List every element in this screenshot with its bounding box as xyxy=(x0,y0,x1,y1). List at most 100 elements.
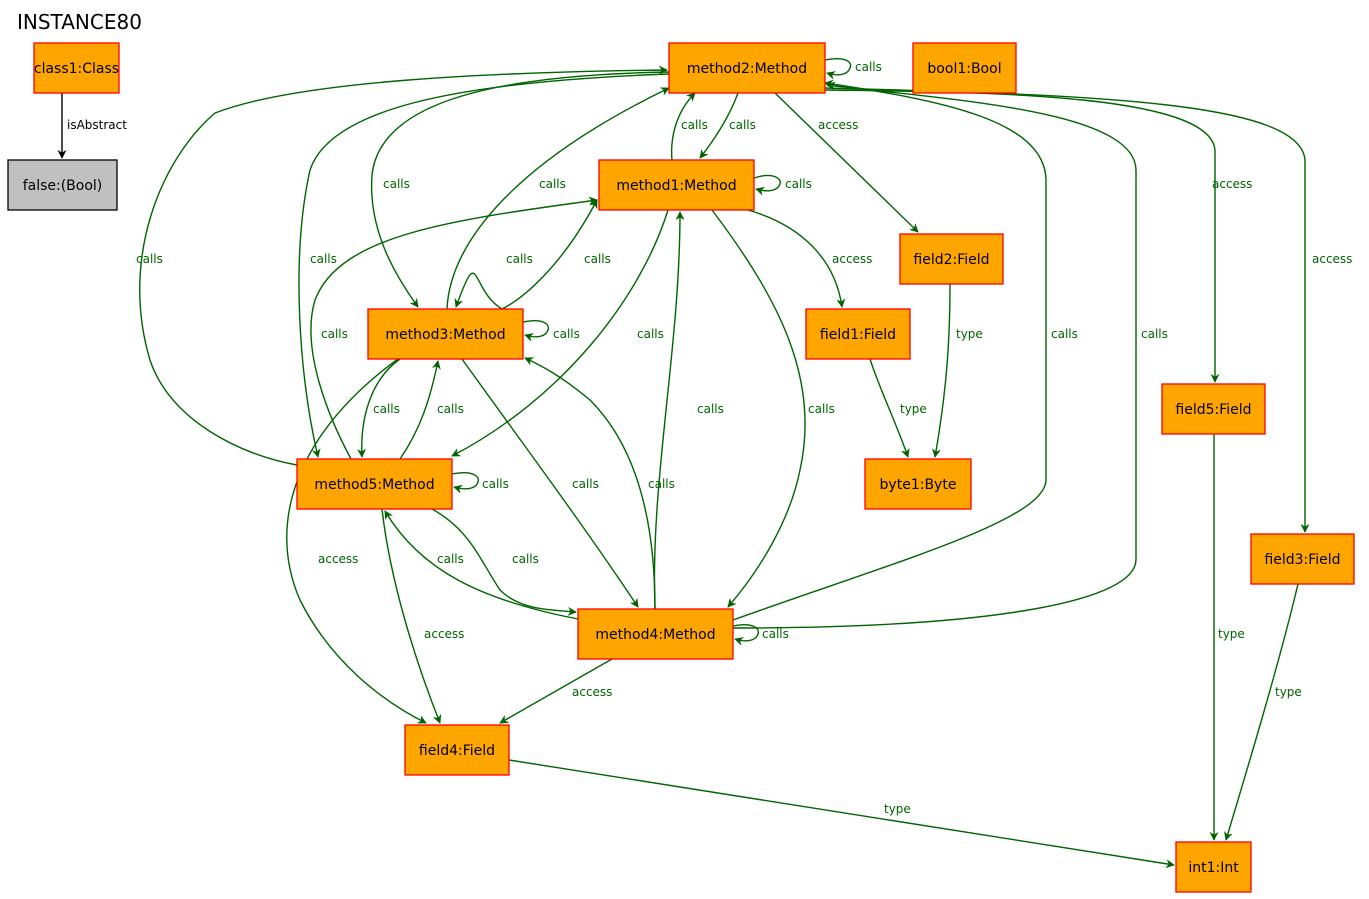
edge-method3-method2: calls xyxy=(446,87,670,310)
edge-line xyxy=(431,508,577,616)
edge-method1-method2: calls xyxy=(670,92,708,161)
edge-label: calls xyxy=(1141,327,1168,341)
node-box xyxy=(1161,383,1266,435)
edge-method1-method4: calls xyxy=(711,209,835,608)
edge-line xyxy=(711,209,806,608)
edge-label: access xyxy=(424,627,464,641)
edge-label: calls xyxy=(584,252,611,266)
edge-line xyxy=(454,272,503,310)
edge-method5-method2: calls xyxy=(136,65,668,466)
edge-method1-method1: calls xyxy=(753,174,812,196)
edge-field2-byte1: type xyxy=(931,283,983,458)
node-label: method5:Method xyxy=(314,477,434,493)
node-box xyxy=(367,308,524,360)
edge-label: calls xyxy=(512,552,539,566)
edge-line xyxy=(824,89,1220,383)
edge-label: access xyxy=(818,118,858,132)
edge-method5-method5: calls xyxy=(451,472,509,494)
edge-label: calls xyxy=(437,552,464,566)
node-box xyxy=(577,608,734,660)
edge-line xyxy=(139,65,668,466)
edge-label: access xyxy=(572,685,612,699)
edge-label: calls xyxy=(697,402,724,416)
edge-label: calls xyxy=(437,402,464,416)
edge-line xyxy=(508,759,1175,869)
edge-line xyxy=(451,209,669,457)
edge-method2-method2: calls xyxy=(824,58,882,80)
node-method3: method3:Method xyxy=(367,308,524,360)
edge-label: calls xyxy=(136,252,163,266)
edge-method3-method3: calls xyxy=(522,320,580,342)
edge-method2-field5: access xyxy=(824,89,1252,383)
edge-label: calls xyxy=(383,177,410,191)
edge-label: calls xyxy=(681,118,708,132)
diagram-title: INSTANCE80 xyxy=(17,10,142,34)
edge-line xyxy=(461,358,639,608)
node-box xyxy=(668,42,826,94)
node-label: int1:Int xyxy=(1188,860,1239,876)
node-box xyxy=(899,233,1004,285)
edge-label: isAbstract xyxy=(67,118,127,132)
edge-method1-method3: calls xyxy=(501,199,611,310)
edge-method2-field2: access xyxy=(774,92,919,233)
node-label: bool1:Bool xyxy=(927,61,1001,77)
edge-label: calls xyxy=(482,477,509,491)
edge-method4-method2: calls xyxy=(732,79,1078,621)
edge-label: type xyxy=(956,327,983,341)
edge-line xyxy=(446,87,670,310)
nodes-layer: class1:Class false:(Bool) method2:Method bo… xyxy=(7,42,1355,893)
node-class1: class1:Class xyxy=(33,42,120,94)
edge-label: calls xyxy=(648,477,675,491)
edge-line xyxy=(286,358,427,724)
node-label: method3:Method xyxy=(385,327,505,343)
edge-method5-field4: access xyxy=(381,508,464,724)
node-method1: method1:Method xyxy=(598,159,755,211)
edge-label: calls xyxy=(539,177,566,191)
edge-method3-method5: calls xyxy=(357,358,401,458)
edge-method5-method3: calls xyxy=(399,360,464,460)
edge-line xyxy=(747,209,846,308)
edge-label: calls xyxy=(506,252,533,266)
node-label: false:(Bool) xyxy=(23,178,103,194)
edge-line xyxy=(501,199,598,310)
edge-label: access xyxy=(1312,252,1352,266)
node-method2: method2:Method xyxy=(668,42,826,94)
edge-label: access xyxy=(318,552,358,566)
edge-label: calls xyxy=(310,252,337,266)
edge-field3-int1: type xyxy=(1224,583,1302,841)
node-label: class1:Class xyxy=(34,61,119,77)
node-label: method4:Method xyxy=(595,627,715,643)
node-bool1: bool1:Bool xyxy=(912,42,1017,94)
node-field5: field5:Field xyxy=(1161,383,1266,435)
edge-line xyxy=(670,92,696,161)
node-label: field3:Field xyxy=(1264,552,1340,568)
edge-class1-false: isAbstract xyxy=(57,93,127,159)
node-label: method2:Method xyxy=(687,61,807,77)
node-label: field1:Field xyxy=(820,327,896,343)
edge-method2-method5: calls xyxy=(298,73,670,458)
edge-method5-method4: calls xyxy=(431,508,577,616)
edge-line xyxy=(774,92,919,233)
edge-line xyxy=(732,79,1047,621)
node-box xyxy=(296,458,453,510)
edge-line xyxy=(522,320,550,342)
edge-line xyxy=(451,472,479,494)
edge-label: calls xyxy=(729,118,756,132)
edge-method4-method1: calls xyxy=(653,211,724,610)
node-box xyxy=(1175,841,1252,893)
edge-line xyxy=(499,658,613,724)
edge-line xyxy=(653,211,685,610)
node-box xyxy=(912,42,1017,94)
node-box xyxy=(598,159,755,211)
node-method4: method4:Method xyxy=(577,608,734,660)
edge-label: calls xyxy=(785,177,812,191)
edge-method1-field1: access xyxy=(747,209,872,308)
edge-label: type xyxy=(884,802,911,816)
edge-method3-method1: calls xyxy=(454,252,533,310)
edge-method3-field4: access xyxy=(286,358,427,724)
node-box xyxy=(33,42,120,94)
edge-label: type xyxy=(1275,685,1302,699)
node-false: false:(Bool) xyxy=(7,159,118,211)
edge-line xyxy=(384,510,579,620)
